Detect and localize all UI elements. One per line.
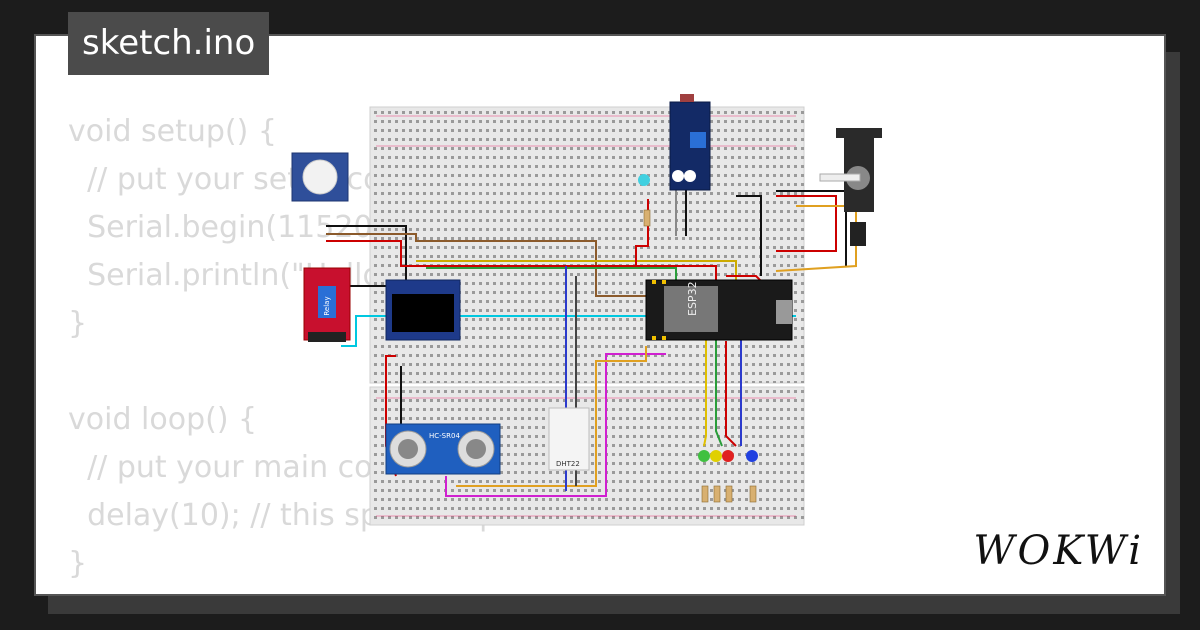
resistors (643, 209, 757, 503)
oled-display (385, 279, 461, 341)
relay-label: Relay (323, 296, 331, 315)
code-line: void setup() { (68, 114, 277, 149)
dht22-sensor: DHT22 (548, 407, 590, 471)
pir-sensor (291, 152, 349, 202)
servo-motor (819, 128, 882, 246)
code-line: Serial.begin(115200); (68, 210, 414, 245)
code-line: void loop() { (68, 402, 258, 437)
ultrasonic-sensor: HC-SR04 (385, 423, 501, 475)
led-row (638, 174, 758, 462)
esp32-board: ESP32 (645, 279, 793, 341)
relay-module: Relay (303, 267, 351, 342)
ldr-module (669, 94, 711, 191)
dht22-label: DHT22 (556, 460, 580, 468)
hcsr04-label: HC-SR04 (429, 432, 460, 440)
code-line: } (68, 306, 88, 341)
sketch-title: sketch.ino (68, 12, 270, 75)
circuit-diagram: Relay ESP32 (291, 94, 882, 526)
breadboard-top (369, 106, 805, 384)
code-line: } (68, 546, 88, 581)
wokwi-logo: WOKWi (973, 528, 1144, 574)
esp32-label: ESP32 (686, 281, 699, 316)
preview-card: void setup() { // put your setup code he… (34, 34, 1166, 596)
